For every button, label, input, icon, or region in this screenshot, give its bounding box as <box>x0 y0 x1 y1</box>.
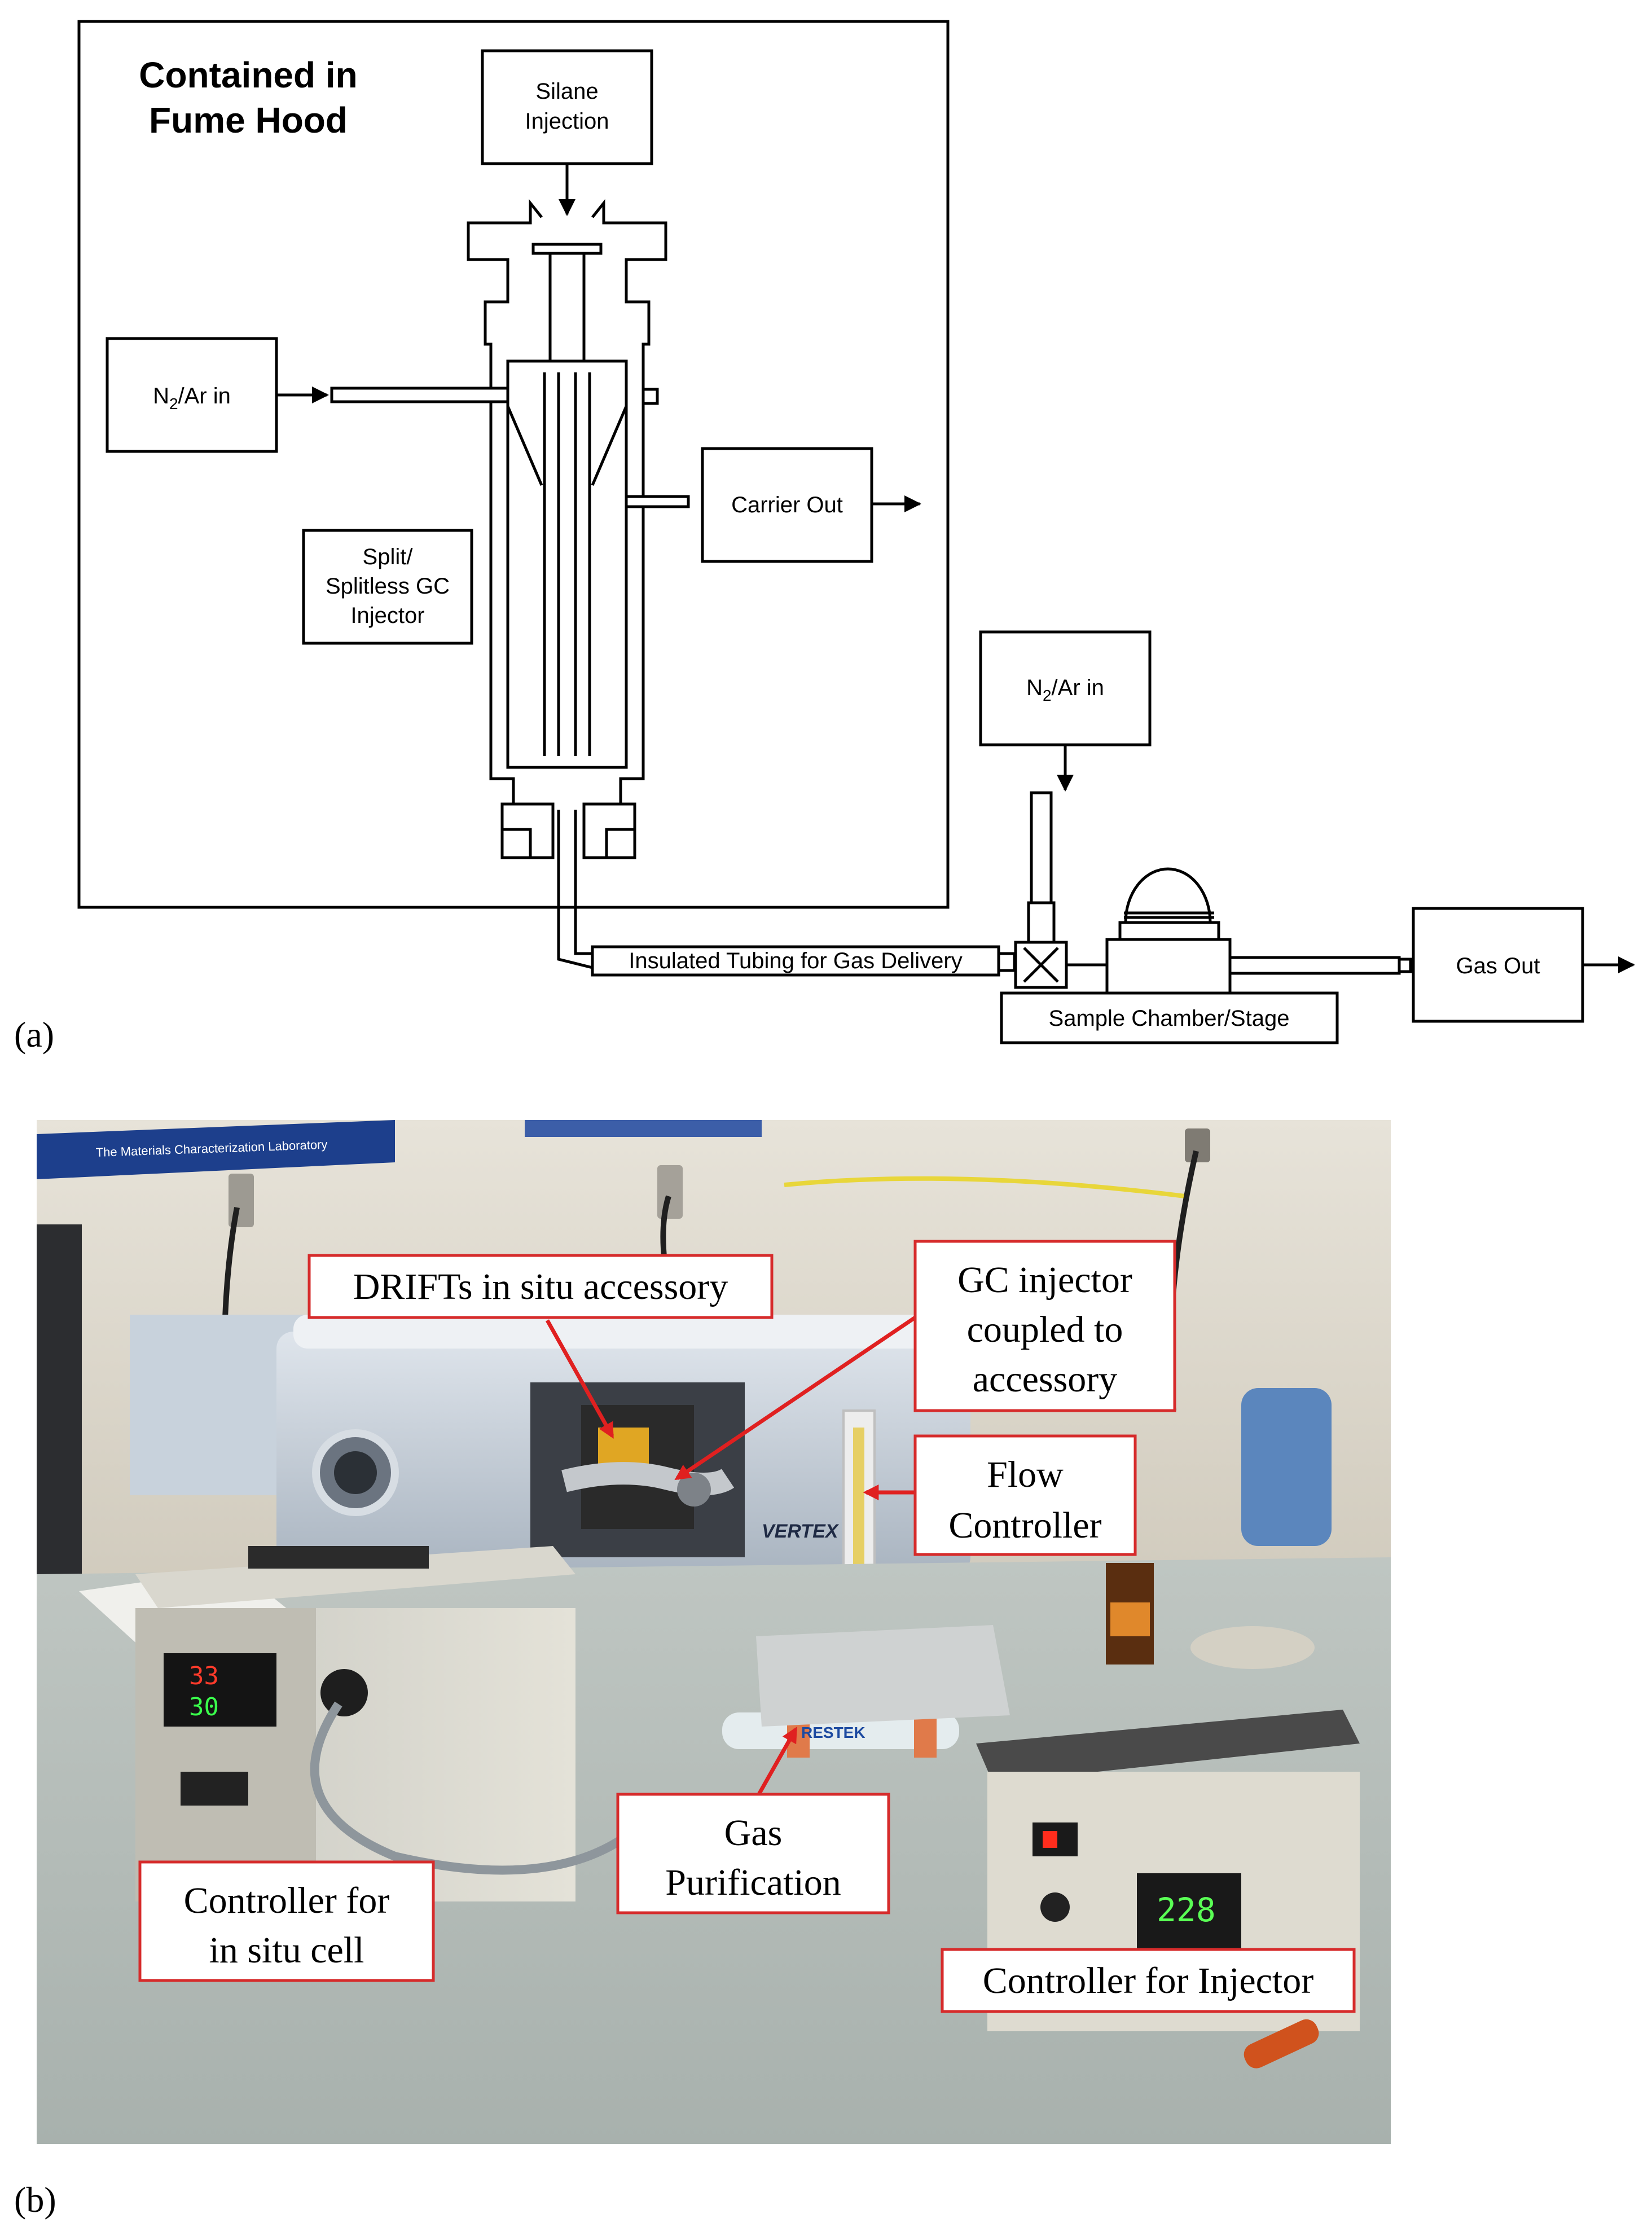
panel-b-letter: (b) <box>14 2180 56 2220</box>
metal-plate <box>756 1625 1010 1727</box>
wall-cable-yellow <box>784 1176 1185 1198</box>
sample-stage-box <box>1000 991 1339 1044</box>
septum <box>531 243 603 255</box>
silane-injection-line2: Injection <box>525 109 609 134</box>
callout-cell-line1: Controller for <box>184 1880 390 1921</box>
arrow-gas-purification <box>757 1727 798 1795</box>
liner-cone <box>506 406 628 486</box>
gc-injector-label-box <box>302 529 473 645</box>
callout-gc-injector: GC injector coupled to accessory <box>913 1240 1176 1412</box>
callout-drifts: DRIFTs in situ accessory <box>307 1254 774 1319</box>
sample-stage-label: Sample Chamber/Stage <box>1049 1006 1290 1031</box>
gas-out-label: Gas Out <box>1456 954 1540 978</box>
gc-injector-fitting <box>677 1473 711 1507</box>
callout-drifts-text: DRIFTs in situ accessory <box>353 1266 728 1307</box>
gas-out-box <box>1412 907 1584 1023</box>
carrier-out-box <box>701 447 873 563</box>
liner-chamber <box>506 359 628 769</box>
panel-a-diagram: Contained in Fume Hood Silane Injection … <box>14 20 1635 1055</box>
spectrometer-port-inner <box>334 1451 377 1494</box>
gc-injector-line1: Split/ <box>363 544 414 569</box>
outlet-3 <box>1185 1128 1210 1162</box>
callout-flow-line1: Flow <box>987 1454 1064 1495</box>
n2-in-box-right <box>979 630 1152 746</box>
grey-cable <box>310 1701 647 1875</box>
callout-injector-controller: Controller for Injector <box>941 1948 1356 2013</box>
callout-gc-line3: accessory <box>973 1359 1118 1400</box>
callout-gas-line1: Gas <box>724 1812 783 1854</box>
base-fitting-lower-right <box>605 828 635 858</box>
n2-in-label-right: N2/Ar in <box>1026 675 1104 704</box>
hood-title-line1: Contained in <box>139 55 358 95</box>
callout-gc-line2: coupled to <box>967 1309 1123 1350</box>
gas-out-tube <box>1228 956 1401 975</box>
vertex-logo: VERTEX <box>762 1521 840 1542</box>
sample-canister <box>1190 1626 1315 1669</box>
sample-chamber-dome <box>1124 867 1212 923</box>
arrow-gc-injector <box>674 1316 916 1481</box>
outlet-2 <box>657 1165 683 1219</box>
carrier-in-tube <box>330 387 509 403</box>
septum-purge-stub <box>642 388 659 405</box>
callout-flow-line2: Controller <box>948 1505 1101 1546</box>
injector-controller-knob <box>1040 1892 1070 1922</box>
amber-bottle-label <box>1110 1602 1150 1636</box>
callout-injector-text: Controller for Injector <box>983 1960 1313 2001</box>
insulated-tubing-label: Insulated Tubing for Gas Delivery <box>629 948 962 973</box>
injector-controller-top <box>976 1710 1360 1783</box>
hood-title-line2: Fume Hood <box>149 100 348 140</box>
cell-controller-front <box>135 1608 316 1901</box>
spectrometer-top <box>293 1315 959 1349</box>
cell-controller-display <box>164 1653 276 1727</box>
purge-inlet-tube <box>1030 791 1053 904</box>
base-fitting-lower-left <box>502 828 532 858</box>
cell-controller-reading1: 33 <box>189 1662 219 1690</box>
panel-a-letter: (a) <box>14 1015 54 1055</box>
left-cabinet <box>37 1224 82 1619</box>
silane-injection-line1: Silane <box>535 79 598 104</box>
sample-chamber-lid <box>1118 921 1220 941</box>
valve-stem <box>1027 901 1056 944</box>
panel-b-photo: The Materials Characterization Laborator… <box>14 1120 1391 2220</box>
lab-banner <box>37 1120 395 1179</box>
injector-controller-lamp <box>1043 1831 1057 1848</box>
blue-object <box>1241 1388 1332 1546</box>
sample-chamber-block <box>1105 938 1232 995</box>
silane-injection-box <box>481 49 653 165</box>
callout-gas-line2: Purification <box>665 1862 841 1903</box>
delivery-tubing <box>557 810 593 969</box>
gc-injector-line2: Splitless GC <box>326 574 450 599</box>
foil-tubing <box>561 1462 735 1495</box>
trap-label: RESTEK <box>801 1724 865 1741</box>
callout-gc-line1: GC injector <box>957 1259 1132 1301</box>
callout-cell-line2: in situ cell <box>209 1930 364 1971</box>
gas-out-connector <box>1398 958 1412 973</box>
valve-symbol <box>1023 947 1059 983</box>
cell-controller-switch <box>181 1772 248 1806</box>
cell-controller-reading2: 30 <box>189 1693 219 1721</box>
cell-controller-top <box>135 1546 575 1608</box>
injector-controller-reading: 228 <box>1157 1891 1216 1929</box>
n2-in-label-left: N2/Ar in <box>153 384 231 412</box>
carrier-out-label: Carrier Out <box>731 493 843 517</box>
gc-injector-line3: Injector <box>350 603 424 628</box>
callout-cell-controller: Controller for in situ cell <box>138 1860 435 1982</box>
callout-flow-controller: Flow Controller <box>913 1434 1137 1556</box>
callout-gas-purification: Gas Purification <box>616 1793 890 1914</box>
wall-sign <box>525 1120 762 1137</box>
cell-controller-knob <box>320 1669 368 1716</box>
arrow-drifts <box>545 1319 614 1439</box>
orange-tube <box>1244 2019 1319 2068</box>
carrier-out-tube <box>625 495 690 508</box>
gc-injector-body <box>467 199 667 810</box>
tubing-connector <box>997 952 1016 972</box>
cell-controller-handle <box>248 1546 429 1569</box>
